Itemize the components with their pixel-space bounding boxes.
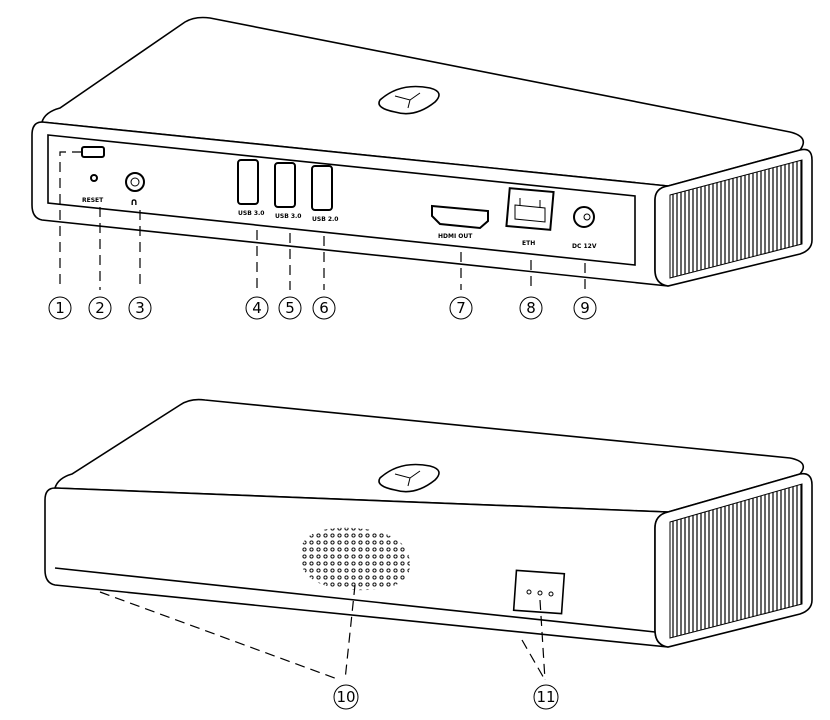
usb-label-1: USB 3.0	[238, 210, 264, 217]
usb-port-2	[274, 162, 296, 208]
svg-text:11: 11	[536, 688, 555, 706]
callout-9: 9	[573, 296, 597, 320]
dc-label: DC 12V	[572, 243, 597, 250]
callout-3: 3	[128, 296, 152, 320]
callout-10: 10	[333, 684, 359, 710]
callout-11: 11	[533, 684, 559, 710]
vent-ribs	[669, 159, 803, 279]
led-2	[537, 590, 543, 596]
callout-4: 4	[245, 296, 269, 320]
top-face	[53, 398, 805, 513]
device-rear-view: RESET ∩ USB 3.0 USB 3.0 USB 2.0 HDMI OUT…	[31, 16, 813, 320]
usb-label-2: USB 3.0	[275, 213, 301, 220]
callout-2: 2	[88, 296, 112, 320]
reset-hole	[90, 174, 98, 182]
svg-text:3: 3	[135, 299, 145, 317]
device-front-view: 10 11	[44, 398, 813, 710]
callout-1: 1	[48, 296, 72, 320]
led-3	[548, 591, 554, 597]
led-panel	[512, 569, 566, 615]
audio-jack	[125, 172, 145, 192]
headphone-icon: ∩	[130, 197, 138, 208]
svg-text:1: 1	[55, 299, 65, 317]
usb-port-3	[311, 165, 333, 211]
hdmi-label: HDMI OUT	[438, 233, 473, 240]
usb-label-3: USB 2.0	[312, 216, 338, 223]
svg-text:8: 8	[526, 299, 536, 317]
eth-label: ETH	[522, 240, 535, 247]
svg-text:9: 9	[580, 299, 590, 317]
callout-7: 7	[449, 296, 473, 320]
rear-panel	[47, 134, 636, 266]
reset-label: RESET	[82, 197, 104, 204]
svg-text:5: 5	[285, 299, 295, 317]
callout-8: 8	[519, 296, 543, 320]
ethernet-port	[505, 187, 555, 231]
speaker-grille	[300, 527, 410, 591]
svg-text:2: 2	[95, 299, 105, 317]
front-strip	[54, 567, 656, 633]
led-1	[526, 589, 532, 595]
hdmi-port	[431, 204, 489, 230]
vent-ribs	[669, 483, 803, 639]
svg-text:7: 7	[456, 299, 466, 317]
svg-text:6: 6	[319, 299, 329, 317]
callout-5: 5	[278, 296, 302, 320]
callout-6: 6	[312, 296, 336, 320]
svg-text:10: 10	[336, 688, 355, 706]
usb-port-1	[237, 159, 259, 205]
svg-text:4: 4	[252, 299, 262, 317]
power-switch	[81, 146, 105, 158]
